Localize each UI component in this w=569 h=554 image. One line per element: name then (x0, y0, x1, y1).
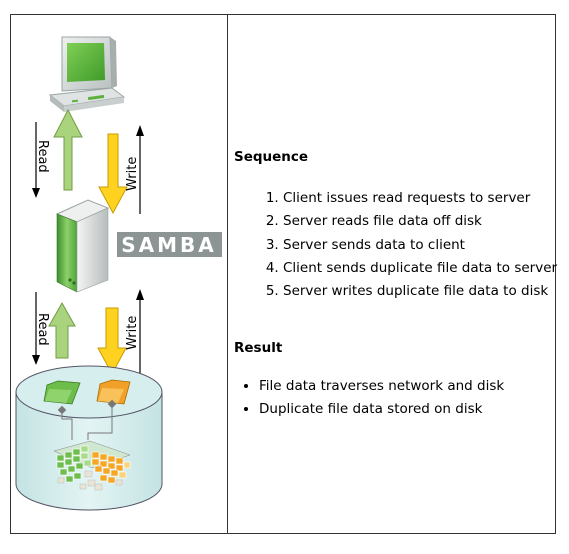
write-arrow-top (98, 133, 128, 215)
samba-logo: SAMBA (117, 232, 222, 257)
sequence-step: Client issues read requests to server (283, 187, 557, 210)
read-arrow-bottom (48, 301, 76, 359)
result-heading: Result (234, 340, 283, 356)
write-label-top: Write (125, 157, 140, 191)
sequence-steps: Client issues read requests to server Se… (234, 187, 557, 303)
folder-connectors (61, 404, 113, 440)
server-icon (55, 199, 110, 293)
write-label-bottom: Write (125, 316, 140, 350)
read-label-bottom: Read (35, 313, 50, 346)
sequence-step: Server writes duplicate file data to dis… (283, 280, 557, 303)
write-arrow-bottom (97, 307, 127, 376)
connector-node (57, 405, 67, 415)
write-line-bottom-head (136, 289, 144, 300)
samba-logo-text: SAMBA (121, 233, 217, 257)
result-item: File data traverses network and disk (259, 375, 504, 398)
read-label-top: Read (35, 140, 50, 173)
connector-node (107, 399, 117, 409)
diagram-frame (10, 14, 556, 534)
sequence-heading: Sequence (234, 149, 309, 165)
folder-icon-orange (96, 379, 131, 405)
sequence-step: Server sends data to client (283, 234, 557, 257)
read-arrow-top (53, 108, 83, 191)
disk-icon (15, 365, 163, 511)
result-items: File data traverses network and disk Dup… (234, 375, 504, 422)
sequence-step: Client sends duplicate file data to serv… (283, 257, 557, 280)
folder-icon-green (43, 380, 81, 405)
result-item: Duplicate file data stored on disk (259, 398, 504, 421)
column-divider (227, 14, 228, 534)
computer-icon (48, 36, 126, 112)
data-blocks-icon (53, 440, 131, 491)
write-line-top-head (136, 125, 144, 136)
sequence-step: Server reads file data off disk (283, 210, 557, 233)
read-line-top-head (32, 188, 40, 198)
read-line-bottom-head (32, 355, 40, 365)
